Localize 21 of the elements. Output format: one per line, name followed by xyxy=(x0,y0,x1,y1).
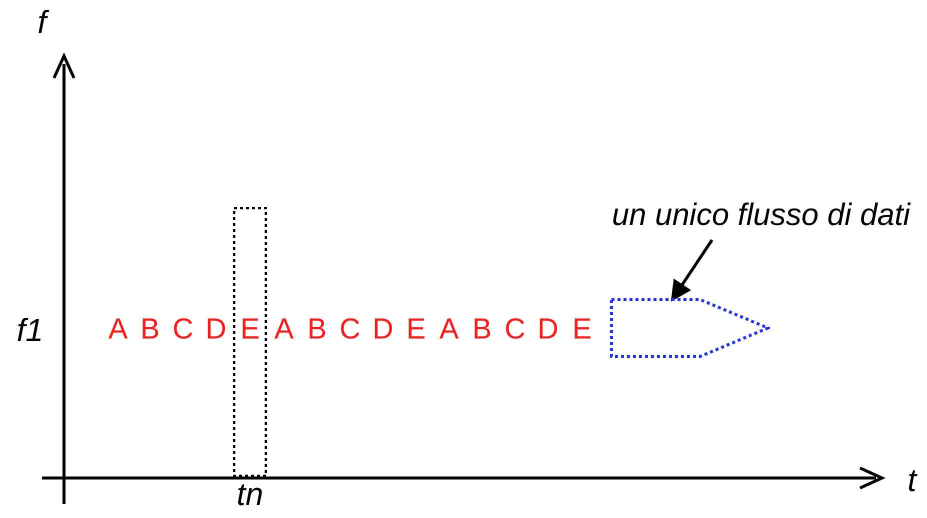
axis-label: tn xyxy=(236,478,264,510)
arrow xyxy=(670,239,714,302)
data-letter: D xyxy=(206,316,226,344)
data-letter: A xyxy=(439,316,459,344)
data-letter: D xyxy=(538,316,558,344)
data-letter: E xyxy=(572,316,592,344)
callout-text: un unico flusso di dati xyxy=(470,190,910,238)
data-letter: A xyxy=(274,316,294,344)
dotted-arrow-shape xyxy=(610,298,770,358)
axis-label: t xyxy=(908,464,916,496)
data-letter: E xyxy=(406,316,426,344)
data-letter: E xyxy=(240,316,260,344)
data-letter: B xyxy=(140,316,160,344)
data-letter: C xyxy=(172,316,194,344)
data-letter: C xyxy=(340,316,360,344)
data-letter: B xyxy=(307,316,327,344)
data-letter: D xyxy=(372,316,394,344)
data-letter: C xyxy=(504,316,526,344)
data-letter: A xyxy=(108,316,128,344)
data-letter: B xyxy=(472,316,492,344)
axis-label: f1 xyxy=(16,314,44,346)
